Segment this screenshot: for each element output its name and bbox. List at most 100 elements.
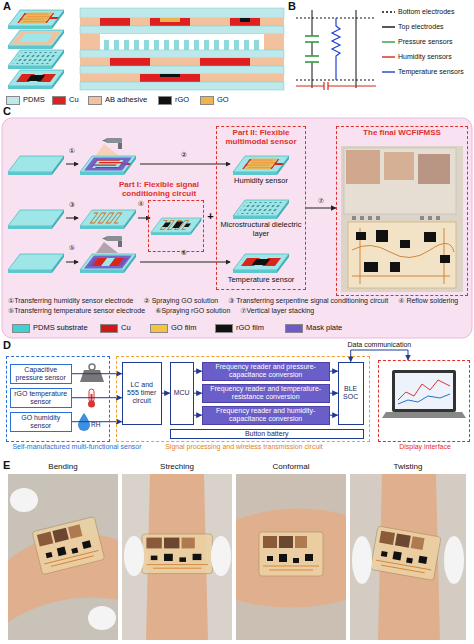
legend-item: Mask plate	[285, 324, 342, 333]
legend-line-sample	[382, 54, 395, 60]
node-label: GO humidity sensor	[13, 414, 69, 430]
fabrication-steps	[84, 158, 132, 171]
connector-arrow	[330, 393, 338, 394]
laptop-icon	[392, 370, 456, 412]
fabrication-steps	[102, 236, 122, 247]
dashed-group-box: Part II: Flexible multimodal sensor	[216, 126, 306, 290]
cross-section	[80, 18, 284, 26]
legend-item: Pressure sensors	[382, 38, 452, 46]
laptop-icon	[382, 370, 466, 418]
step-description: ④ Reflow soldering	[398, 297, 458, 305]
photo-caption: Twisting	[350, 462, 466, 471]
photo-caption: Streching	[122, 462, 232, 471]
cross-section	[100, 34, 264, 50]
photo-conformal	[236, 474, 346, 640]
legend-text: AB adhesive	[105, 96, 147, 104]
connector-label: Data communication	[346, 341, 412, 349]
photo-conformal	[259, 532, 323, 576]
photo-twisting	[370, 526, 441, 580]
fabrication-steps	[241, 258, 281, 266]
fabrication-steps	[66, 164, 78, 165]
exploded-layers	[8, 50, 64, 69]
photo-conformal	[236, 474, 346, 640]
final-device-photo	[341, 146, 463, 292]
cross-section	[150, 18, 190, 26]
fabrication-steps	[96, 242, 118, 253]
panel-background	[2, 118, 472, 338]
final-device-photo	[390, 262, 400, 272]
legend-line-sample	[382, 69, 395, 75]
legend-swatch	[215, 324, 233, 333]
equivalent-circuit	[296, 82, 376, 90]
exploded-layers	[12, 52, 59, 64]
legend-item: Top electrodes	[382, 23, 444, 31]
cross-section	[264, 34, 284, 50]
fabrication-steps	[66, 218, 78, 219]
legend-text: Bottom electrodes	[398, 8, 454, 16]
process-box: Frequency reader and humidity-capacitanc…	[202, 406, 330, 425]
step-description: ①Transferring humidity sensor electrode	[8, 297, 133, 305]
step-description: ⑦Vertical layer stacking	[240, 307, 314, 315]
legend-text: Temperature sensors	[398, 68, 464, 76]
legend-text: Mask plate	[306, 324, 342, 332]
connector-arrow	[194, 371, 202, 372]
fabrication-steps	[8, 254, 64, 273]
legend-swatch	[158, 96, 172, 105]
process-box: Frequency reader and temperature-resista…	[202, 384, 330, 403]
cross-section	[80, 82, 284, 90]
cross-section	[80, 34, 100, 50]
legend-item: GO	[200, 96, 229, 105]
sensor-icons	[91, 394, 93, 403]
fabrication-steps	[252, 259, 271, 265]
node-label: Frequency reader and humidity-capacitanc…	[205, 407, 327, 423]
final-device-photo	[344, 148, 456, 214]
fabrication-steps	[162, 222, 193, 228]
legend-line-sample	[382, 41, 395, 42]
connector-arrow	[330, 371, 338, 372]
legend-item: rGO film	[215, 324, 264, 333]
connector-arrow	[194, 393, 202, 394]
node-label: Frequency reader and temperature-resista…	[205, 385, 327, 401]
legend-text: Humidity sensors	[398, 53, 452, 61]
cross-section	[200, 58, 250, 66]
image-caption: Humidity sensor	[218, 177, 304, 186]
cross-section	[80, 58, 284, 66]
equivalent-circuit	[332, 18, 340, 80]
legend-swatch	[12, 324, 30, 333]
cross-section	[80, 74, 284, 82]
cross-section	[160, 18, 180, 22]
step-description: ② Spraying GO solution	[143, 297, 218, 305]
legend-text: Cu	[121, 324, 131, 332]
fabrication-steps	[8, 138, 289, 273]
cross-section	[100, 18, 130, 26]
fabrication-steps	[96, 144, 118, 155]
connector-arrow	[72, 397, 122, 398]
sensor-box: Capacitive pressure sensor	[10, 364, 72, 384]
legend-swatch	[200, 96, 214, 105]
legend-line-sample	[382, 26, 395, 27]
final-device-photo	[352, 228, 454, 284]
step-number: ③	[64, 201, 80, 209]
legend-swatch	[100, 324, 118, 333]
panel-letter: E	[3, 459, 17, 472]
group-heading: Self-manufactured multi-functional senso…	[3, 443, 151, 451]
process-box: MCU	[170, 362, 194, 425]
node-label: LC and 555 timer circuit	[125, 381, 159, 404]
exploded-layers	[17, 13, 62, 23]
final-device-photo	[341, 146, 463, 292]
fabrication-steps	[233, 200, 289, 219]
process-box: BLE SOC	[338, 362, 364, 425]
laptop-icon	[398, 394, 450, 404]
fabrication-steps	[242, 159, 287, 169]
connector-arrow	[162, 393, 170, 394]
legend-item: AB adhesive	[88, 96, 147, 105]
equivalent-circuit	[312, 10, 313, 36]
legend-line-sample	[382, 39, 395, 45]
photo-bending	[88, 606, 116, 630]
laptop-icon	[382, 412, 466, 418]
sensor-box: GO humidity sensor	[10, 412, 72, 432]
step-description: ⑥Spraying rGO solution	[155, 307, 230, 315]
photo-twisting	[350, 474, 466, 640]
photo-caption: Conformal	[236, 462, 346, 471]
photo-stretching	[142, 534, 212, 574]
